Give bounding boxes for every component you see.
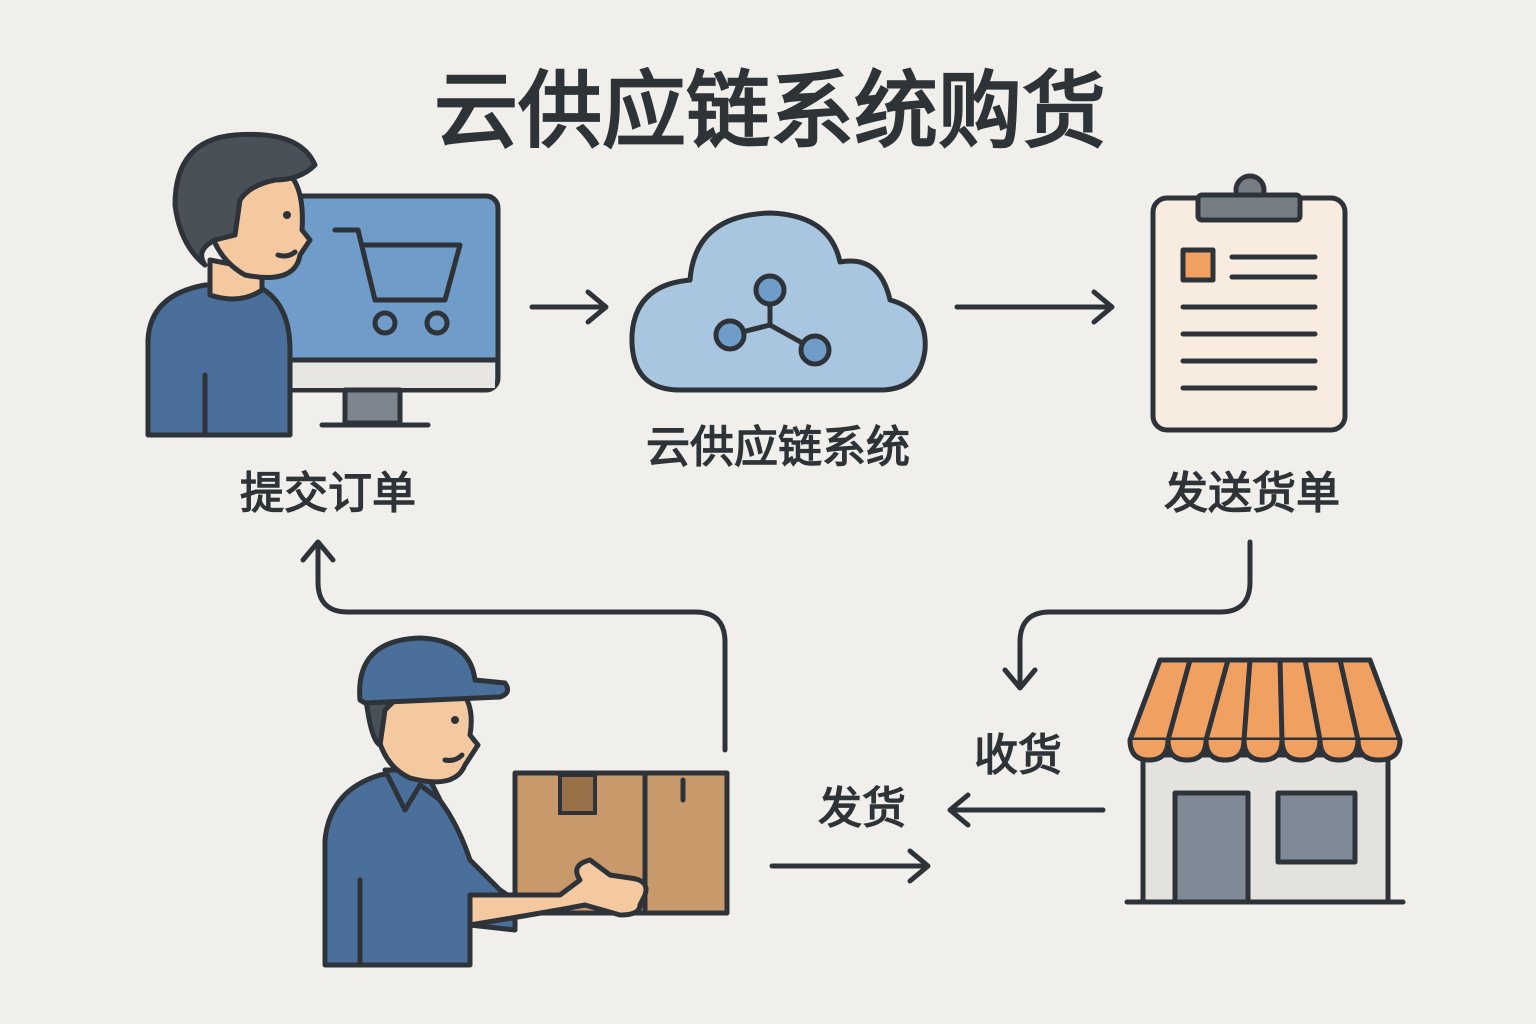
store-icon bbox=[1124, 657, 1406, 905]
label-submit-order: 提交订单 bbox=[240, 468, 416, 519]
arrow-invoice-to-store bbox=[1017, 539, 1253, 689]
shopping-cart-icon bbox=[332, 227, 463, 336]
label-receive-goods: 收货 bbox=[974, 730, 1062, 781]
label-cloud-system: 云供应链系统 bbox=[646, 422, 910, 473]
clipboard-invoice-icon bbox=[1150, 173, 1348, 433]
label-ship-goods: 发货 bbox=[818, 783, 906, 834]
label-send-invoice: 发送货单 bbox=[1164, 468, 1340, 519]
diagram-title: 云供应链系统购货 bbox=[434, 62, 1106, 160]
cloud-network-icon bbox=[629, 210, 928, 393]
hand-icon bbox=[467, 857, 649, 928]
arrow-return-to-order bbox=[315, 542, 728, 753]
customer-computer-icon bbox=[145, 131, 501, 438]
delivery-person-icon bbox=[322, 635, 518, 968]
